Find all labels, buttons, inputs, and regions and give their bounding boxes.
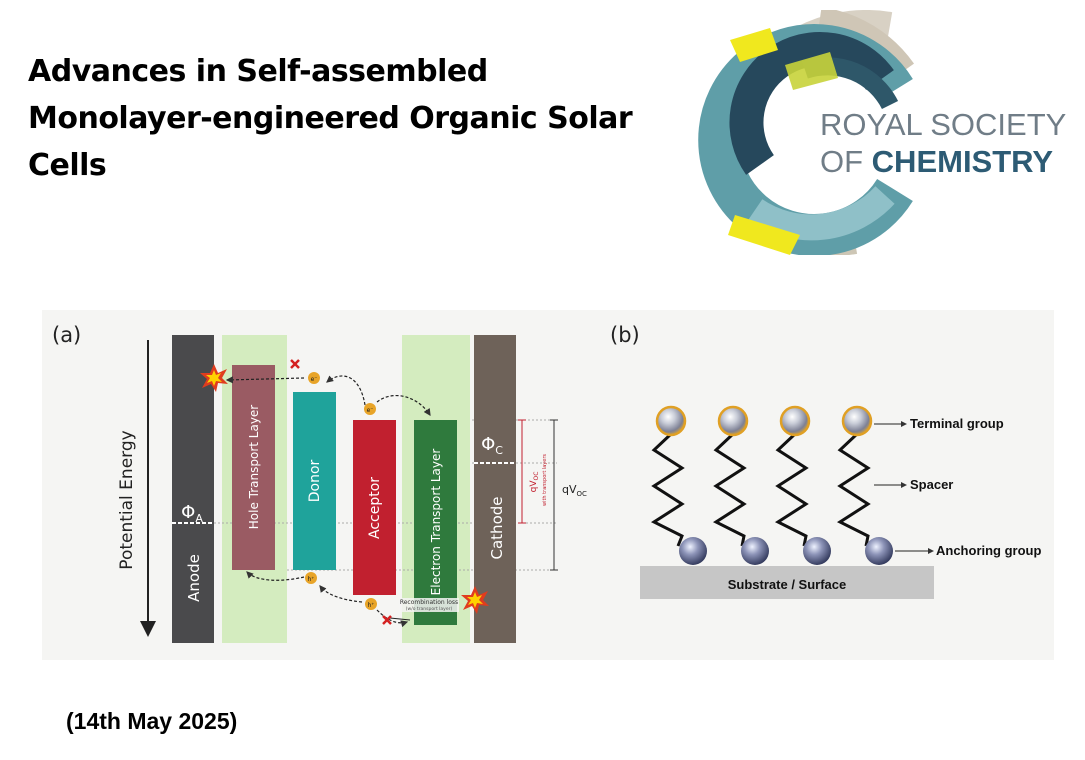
recombination-note-sub: (w/o transport layer) [406, 606, 453, 612]
electron-marker [364, 403, 376, 415]
cathode-label: Cathode [488, 497, 506, 560]
acceptor-bar [353, 420, 396, 595]
anode-label: Anode [185, 554, 203, 602]
logo-line2-prefix: OF [820, 144, 872, 179]
svg-text:e⁻: e⁻ [367, 407, 374, 414]
htl-bar [232, 365, 275, 570]
logo-emblem [698, 10, 915, 255]
substrate-label: Substrate / Surface [728, 577, 847, 592]
slide-title: Advances in Self-assembled Monolayer-eng… [28, 54, 633, 183]
panel-a: (a) Potential Energy ΦA Anode Hole Trans… [52, 323, 587, 643]
donor-bar [293, 392, 336, 570]
sam-molecule [650, 405, 707, 565]
panel-b-label: (b) [610, 323, 640, 347]
svg-text:e⁻: e⁻ [311, 376, 318, 383]
logo-line2: OF CHEMISTRY [820, 144, 1053, 179]
qvoc-inner-note: with transport layers [542, 454, 548, 506]
sam-molecule [836, 405, 893, 565]
sam-molecule [774, 405, 831, 565]
etl-label: Electron Transport Layer [429, 449, 443, 596]
cathode-bar [474, 335, 516, 643]
anchoring-group-label: Anchoring group [936, 543, 1041, 558]
hole-marker [305, 572, 317, 584]
potential-energy-label: Potential Energy [117, 430, 137, 569]
acceptor-label: Acceptor [367, 477, 383, 539]
svg-text:h⁺: h⁺ [308, 576, 315, 583]
donor-label: Donor [307, 459, 323, 502]
htl-label: Hole Transport Layer [247, 405, 261, 530]
panel-a-label: (a) [52, 323, 81, 347]
date-line: (14th May 2025) [66, 708, 238, 734]
electron-marker [308, 372, 320, 384]
logo-line1: ROYAL SOCIETY [820, 107, 1066, 142]
svg-text:h⁺: h⁺ [368, 602, 375, 609]
charge-paths [225, 375, 431, 628]
blocked-x-icon [382, 615, 392, 625]
blocked-x-icon [290, 359, 300, 369]
spacer-label: Spacer [910, 477, 953, 492]
substrate-bar [640, 566, 934, 599]
etl-bar [414, 420, 457, 625]
panel-b: (b) Substrate / Surface [610, 323, 1041, 599]
sam-molecule [712, 405, 769, 565]
hole-marker [365, 598, 377, 610]
logo-line2-bold: CHEMISTRY [872, 144, 1054, 179]
phi-a: ΦA [181, 502, 203, 525]
recombination-burst-icon [461, 586, 489, 614]
recombination-note: Recombination loss [400, 599, 458, 606]
anode-bar [172, 335, 214, 643]
qvoc-inner: qVOC [529, 472, 540, 493]
phi-c: ΦC [481, 434, 503, 457]
recombination-burst-icon [200, 364, 228, 392]
terminal-group-label: Terminal group [910, 416, 1004, 431]
qvoc-outer: qVOC [562, 483, 587, 498]
figure-panel: (a) Potential Energy ΦA Anode Hole Trans… [42, 310, 1054, 660]
rsc-logo: ROYAL SOCIETY OF CHEMISTRY [698, 10, 1066, 255]
